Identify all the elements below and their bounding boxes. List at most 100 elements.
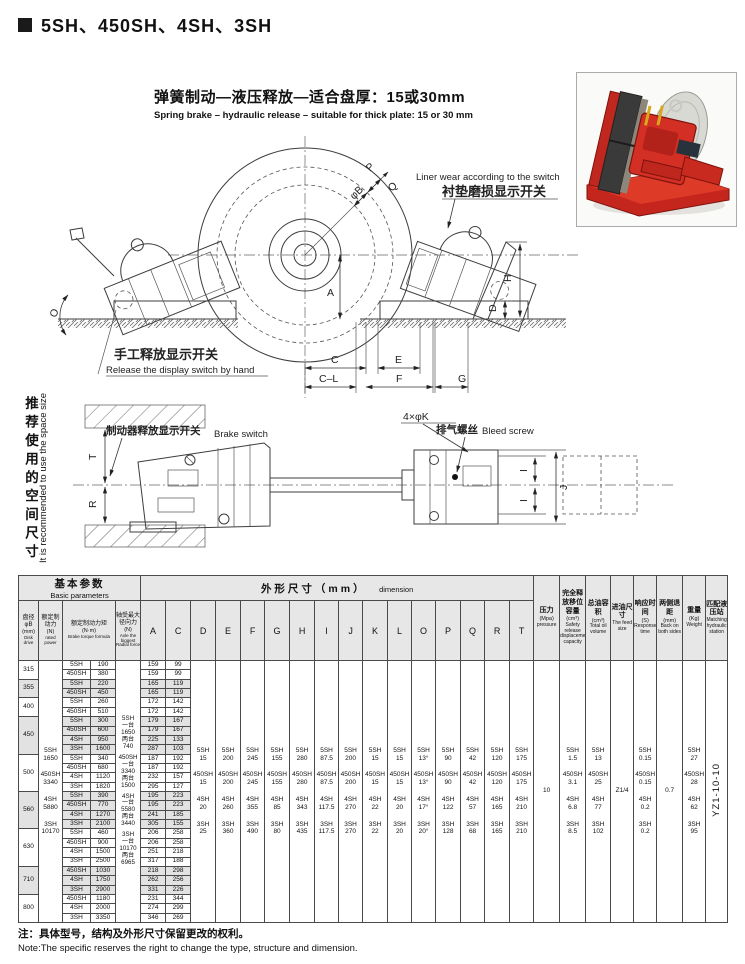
col-header-pressure: 压力 (Mpa) pressure	[533, 575, 561, 661]
model-cell: 5SH	[62, 828, 91, 839]
torque-cell: 220	[90, 678, 116, 690]
dim-label-c: C	[331, 354, 339, 366]
col-header-torque: 额定制动力矩 (N·m) Brake torque formula	[62, 600, 116, 661]
space-note-en: It is recommended to use the space size	[38, 392, 49, 563]
dim-a-cell: 195	[140, 800, 167, 811]
dim-letter-o: O	[411, 600, 437, 661]
front-view-callouts: Liner wear according to the switch 衬垫磨损显…	[97, 172, 560, 377]
dim-letter-q: Q	[460, 600, 486, 661]
dim-label-h: H	[502, 274, 514, 282]
model-cell: 450SH	[62, 865, 91, 877]
dim-label-cl: C–L	[319, 373, 338, 385]
model-cell: 4SH	[62, 847, 91, 858]
dim-c-cell: 167	[165, 716, 192, 727]
disk-diameter-cell: 400	[18, 697, 39, 718]
dim-label-r: R	[87, 500, 99, 508]
page-header: 5SH、450SH、4SH、3SH	[18, 12, 272, 38]
dim-label-p: P	[364, 161, 377, 174]
model-cell: 3SH	[62, 744, 91, 755]
disk-diameter-cell: 450	[18, 716, 39, 755]
dim-a-cell: 251	[140, 847, 167, 858]
plan-view: T R	[73, 404, 673, 548]
col-header-back: 两侧退距 (mm) Back on both sides	[656, 575, 684, 661]
dim-a-cell: 206	[140, 828, 167, 839]
dim-c-cell: 226	[165, 884, 192, 896]
dim-c-cell: 119	[165, 688, 192, 699]
dim-a-cell: 232	[140, 772, 167, 783]
pressure-cell: 10	[533, 659, 561, 924]
basic-params-header: 基本参数 Basic parameters	[17, 575, 142, 601]
dim-label-d: D	[487, 304, 499, 312]
dim-a-cell: 206	[140, 837, 167, 849]
dim-letter-h: H	[289, 600, 316, 661]
dim-c-cell: 167	[165, 725, 192, 736]
dim-letter-c: C	[165, 600, 192, 661]
torque-cell: 950	[90, 734, 116, 746]
dim-label-e: E	[395, 354, 402, 366]
torque-cell: 260	[90, 697, 116, 708]
dim-a-cell: 187	[140, 753, 167, 764]
dim-a-cell: 231	[140, 893, 167, 905]
model-cell: 5SH	[62, 659, 91, 671]
disk-diameter-cell: 710	[18, 865, 39, 895]
torque-cell: 390	[90, 791, 116, 802]
hand-release-label-en: Release the display switch by hand	[106, 365, 254, 376]
dim-c-cell: 99	[165, 659, 192, 671]
dim-a-cell: 241	[140, 809, 167, 821]
torque-cell: 2900	[90, 884, 116, 896]
model-cell: 450SH	[62, 762, 91, 774]
right-brake-unit	[379, 225, 537, 333]
dim-c-cell: 103	[165, 744, 192, 755]
dim-letter-g: G	[264, 600, 291, 661]
torque-cell: 300	[90, 716, 116, 727]
product-photo	[576, 72, 737, 227]
model-cell: 4SH	[62, 772, 91, 783]
hand-release-label-zh: 手工释放显示开关	[114, 347, 218, 362]
model-cell: 3SH	[62, 856, 91, 867]
dim-label-phib: φB	[348, 184, 366, 202]
disk-diameter-cell: 560	[18, 791, 39, 830]
dim-c-cell: 142	[165, 706, 192, 718]
dim-letter-p: P	[435, 600, 462, 661]
model-cell: 3SH	[62, 781, 91, 793]
col-header-rated: 额定制动力 (N) rated power	[38, 600, 63, 661]
dim-letter-r: R	[484, 600, 511, 661]
dim-c-cell: 119	[165, 678, 192, 690]
torque-cell: 1270	[90, 809, 116, 821]
subtitle-en: Spring brake – hydraulic release – suita…	[154, 110, 473, 121]
disk-diameter-cell: 500	[18, 753, 39, 793]
torque-cell: 380	[90, 669, 116, 680]
dim-c-cell: 99	[165, 669, 192, 680]
torque-cell: 2000	[90, 903, 116, 914]
spec-table: 基本参数 Basic parameters 外形尺寸（mm） dimension…	[17, 575, 729, 924]
bleed-screw-label-zh: 排气螺丝	[436, 423, 478, 436]
dim-c-cell: 127	[165, 781, 192, 793]
torque-cell: 510	[90, 706, 116, 718]
dim-c-cell: 258	[165, 837, 192, 849]
dim-c-cell: 155	[165, 819, 192, 830]
model-cell: 450SH	[62, 800, 91, 811]
model-cell: 4SH	[62, 903, 91, 914]
model-cell: 5SH	[62, 753, 91, 764]
brake-switch-label-zh: 制动器释放显示开关	[106, 424, 201, 437]
dim-letter-j: J	[338, 600, 364, 661]
footnotes: 注：具体型号，结构及外形尺寸保留更改的权利。 Note:The specific…	[18, 926, 358, 954]
dim-label-j: J	[558, 485, 570, 490]
model-cell: 5SH	[62, 791, 91, 802]
dim-a-cell: 262	[140, 875, 167, 886]
disk-diameter-cell: 630	[18, 828, 39, 867]
dim-c-cell: 256	[165, 875, 192, 886]
dim-a-cell: 317	[140, 856, 167, 867]
